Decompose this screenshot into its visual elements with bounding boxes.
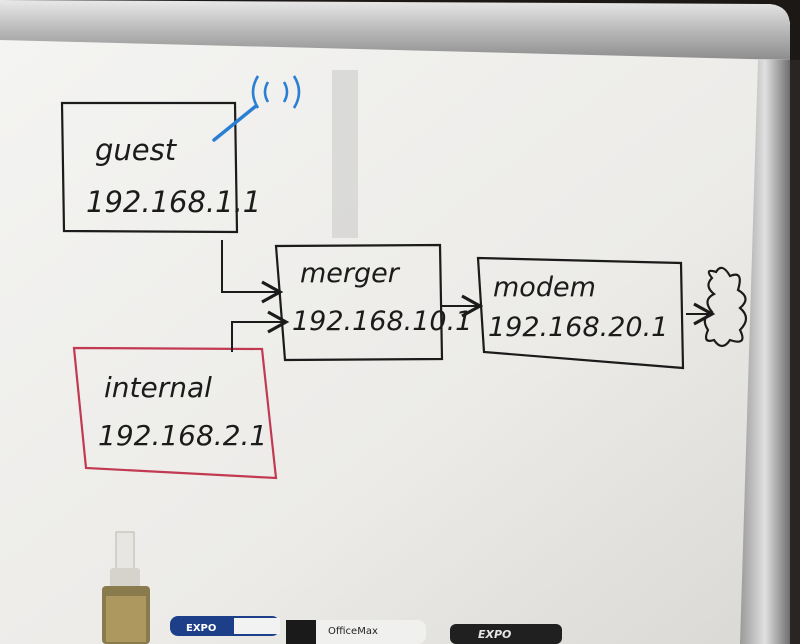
modem-name: modem [493,272,596,303]
merger-ip: 192.168.10.1 [292,306,472,337]
marker-black-label: EXPO [478,628,511,641]
marker-white-label: OfficeMax [328,626,378,637]
internal-name: internal [104,371,212,404]
node-guest: guest 192.168.1.1 [60,101,261,234]
guest-name: guest [95,133,178,167]
node-internal: internal 192.168.2.1 [72,346,278,480]
marker-white-icon: OfficeMax [286,620,426,644]
internet-cloud-icon [703,266,748,348]
guest-box [60,101,239,234]
modem-ip: 192.168.20.1 [488,312,668,343]
marker-black-icon: EXPO [450,624,562,644]
modem-box [476,256,685,370]
marker-blue-icon: EXPO [170,616,280,636]
spray-bottle-icon [102,531,150,644]
merger-name: merger [300,258,401,289]
guest-ip: 192.168.1.1 [86,185,261,219]
marker-tray: EXPO OfficeMax EXPO [102,531,562,644]
wifi-signal-icon [212,75,301,142]
top-rail [0,0,790,60]
eraser-smudge [332,70,358,238]
internal-ip: 192.168.2.1 [98,419,267,452]
internal-box [72,346,278,480]
arrow-internal-to-merger [231,310,290,352]
arrow-guest-to-merger [221,240,284,304]
right-frame [740,60,790,644]
marker-blue-label: EXPO [186,623,216,634]
node-modem: modem 192.168.20.1 [476,256,685,370]
